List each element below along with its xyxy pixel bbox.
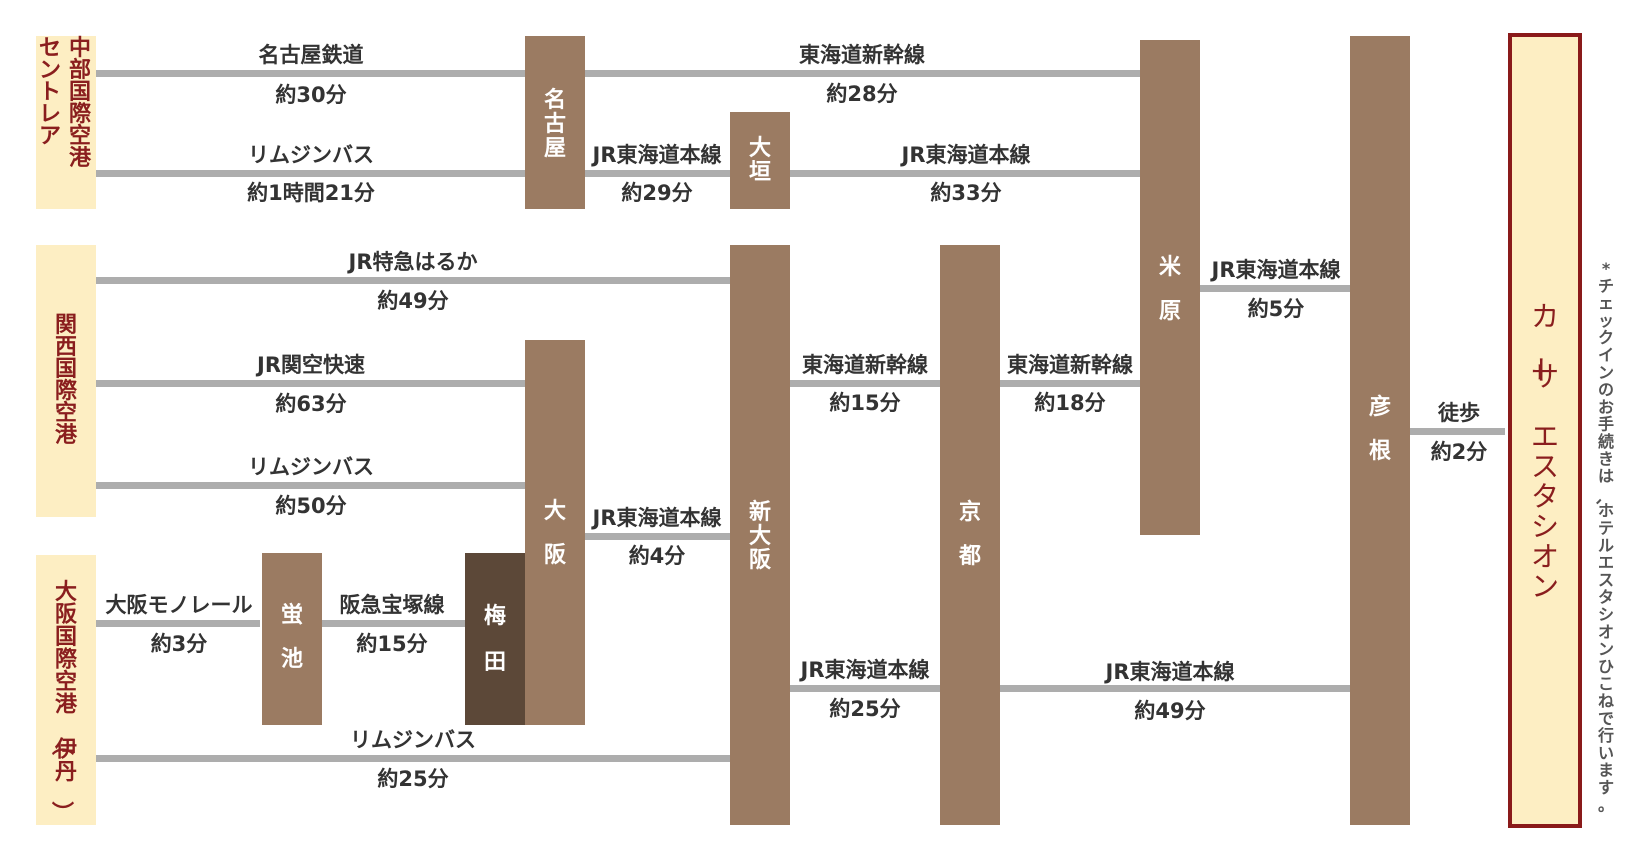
line-hankyu-takarazuka: [320, 620, 465, 627]
route-time-nagoya-ogaki: 約29分: [621, 181, 692, 205]
route-name-ogaki-maibara: JR東海道本線: [900, 143, 1031, 167]
route-name-itami-monorail: 大阪モノレール: [106, 593, 253, 617]
station-maibara-label: 米原: [1159, 255, 1182, 324]
line-kansai-haruka: [95, 277, 730, 284]
hotel: カーサ エスタシオン: [1508, 33, 1582, 828]
line-centrair-nagoya-rail: [95, 70, 525, 77]
route-time-kansai-rapid: 約63分: [275, 392, 346, 416]
route-time-centrair-nagoya-rail: 約30分: [275, 83, 346, 107]
station-shin-osaka-label: 新大阪: [749, 499, 771, 573]
route-name-nagoya-maibara-shinkansen: 東海道新幹線: [799, 43, 925, 67]
route-time-osaka-shinosaka: 約4分: [629, 544, 686, 568]
stations: 名古屋 大垣 大阪 新大阪 京都 米原 彦根 蛍池 梅田: [262, 36, 1410, 825]
station-hikone-label: 彦根: [1369, 394, 1391, 464]
line-kyoto-maibara-shinkansen: [1000, 380, 1140, 387]
route-time-kansai-haruka: 約49分: [377, 289, 448, 313]
station-umeda-label: 梅田: [484, 603, 506, 675]
route-name-hankyu-takarazuka: 阪急宝塚線: [340, 593, 445, 617]
route-name-kansai-rapid: JR関空快速: [255, 353, 365, 377]
route-name-centrair-nagoya-rail: 名古屋鉄道: [259, 43, 364, 67]
route-name-kansai-haruka: JR特急はるか: [347, 250, 478, 274]
station-nagoya-box: [525, 36, 585, 209]
route-time-kyoto-hikone-jr: 約49分: [1134, 699, 1205, 723]
station-ogaki-box: [730, 112, 790, 209]
station-osaka-label: 大阪: [544, 499, 566, 568]
airport-centrair-box: [36, 36, 96, 209]
station-hotaruike-label: 蛍池: [281, 602, 303, 672]
hotel-name: カーサ エスタシオン: [1524, 300, 1559, 603]
line-kansai-bus: [95, 482, 525, 489]
route-name-centrair-nagoya-bus: リムジンバス: [248, 143, 374, 167]
route-time-hankyu-takarazuka: 約15分: [356, 632, 427, 656]
airport-kansai-box: [36, 245, 96, 517]
line-nagoya-ogaki: [585, 170, 730, 177]
route-time-nagoya-maibara-shinkansen: 約28分: [826, 82, 897, 106]
route-time-hikone-walk: 約2分: [1431, 440, 1488, 464]
station-hotaruike-box: [262, 553, 322, 725]
line-maibara-hikone: [1200, 285, 1350, 292]
airport-itami-box: [36, 555, 96, 825]
station-nagoya-label: 名古屋: [544, 87, 566, 161]
route-name-shinosaka-kyoto-shinkansen: 東海道新幹線: [802, 353, 928, 377]
airport-kansai-label: 関西国際空港: [55, 313, 78, 448]
route-time-shinosaka-kyoto-shinkansen: 約15分: [829, 391, 900, 415]
station-kyoto-label: 京都: [958, 499, 981, 569]
line-nagoya-maibara-shinkansen: [585, 70, 1140, 77]
line-shinosaka-kyoto-shinkansen: [790, 380, 940, 387]
route-time-itami-bus: 約25分: [377, 767, 448, 791]
route-time-itami-monorail: 約3分: [151, 632, 208, 656]
route-name-hikone-walk: 徒歩: [1437, 401, 1480, 425]
line-ogaki-maibara: [790, 170, 1140, 177]
line-centrair-nagoya-bus: [95, 170, 525, 177]
airport-centrair-label: 中部国際空港セントレア: [39, 36, 92, 171]
route-name-nagoya-ogaki: JR東海道本線: [591, 143, 722, 167]
route-labels: 名古屋鉄道 約30分 東海道新幹線 約28分 リムジンバス 約1時間21分 JR…: [106, 43, 1488, 791]
route-name-kyoto-hikone-jr: JR東海道本線: [1104, 660, 1235, 684]
line-itami-monorail: [95, 620, 260, 627]
station-shin-osaka-box: [730, 245, 790, 825]
line-kyoto-hikone-jr: [1000, 685, 1350, 692]
route-time-maibara-hikone: 約5分: [1248, 297, 1305, 321]
route-lines: [95, 70, 1505, 762]
station-osaka-box: [525, 340, 585, 725]
hotel-box: [1508, 33, 1582, 828]
route-time-kyoto-maibara-shinkansen: 約18分: [1034, 391, 1105, 415]
station-hikone-box: [1350, 36, 1410, 825]
route-time-ogaki-maibara: 約33分: [930, 181, 1001, 205]
route-name-kansai-bus: リムジンバス: [248, 455, 374, 479]
line-itami-bus: [95, 755, 730, 762]
route-time-shinosaka-kyoto-jr: 約25分: [829, 697, 900, 721]
airport-itami-label: 大阪国際空港（伊丹）: [49, 580, 78, 824]
checkin-note: *チェックインのお手続きは、ホテルエスタシオンひこねで行います。: [1594, 259, 1614, 814]
station-maibara-box: [1140, 40, 1200, 535]
route-name-osaka-shinosaka: JR東海道本線: [591, 506, 722, 530]
line-shinosaka-kyoto-jr: [790, 685, 940, 692]
line-kansai-rapid: [95, 380, 525, 387]
airports: 中部国際空港セントレア 関西国際空港 大阪国際空港（伊丹）: [36, 36, 96, 825]
route-name-maibara-hikone: JR東海道本線: [1210, 258, 1341, 282]
route-time-centrair-nagoya-bus: 約1時間21分: [247, 181, 375, 205]
station-umeda-box: [465, 553, 525, 725]
route-name-itami-bus: リムジンバス: [350, 728, 476, 752]
station-kyoto-box: [940, 245, 1000, 825]
line-hikone-walk: [1410, 428, 1505, 435]
route-name-kyoto-maibara-shinkansen: 東海道新幹線: [1007, 353, 1133, 377]
route-time-kansai-bus: 約50分: [275, 494, 346, 518]
line-osaka-shinosaka: [585, 533, 730, 540]
route-name-shinosaka-kyoto-jr: JR東海道本線: [799, 658, 930, 682]
station-ogaki-label: 大垣: [749, 136, 771, 185]
